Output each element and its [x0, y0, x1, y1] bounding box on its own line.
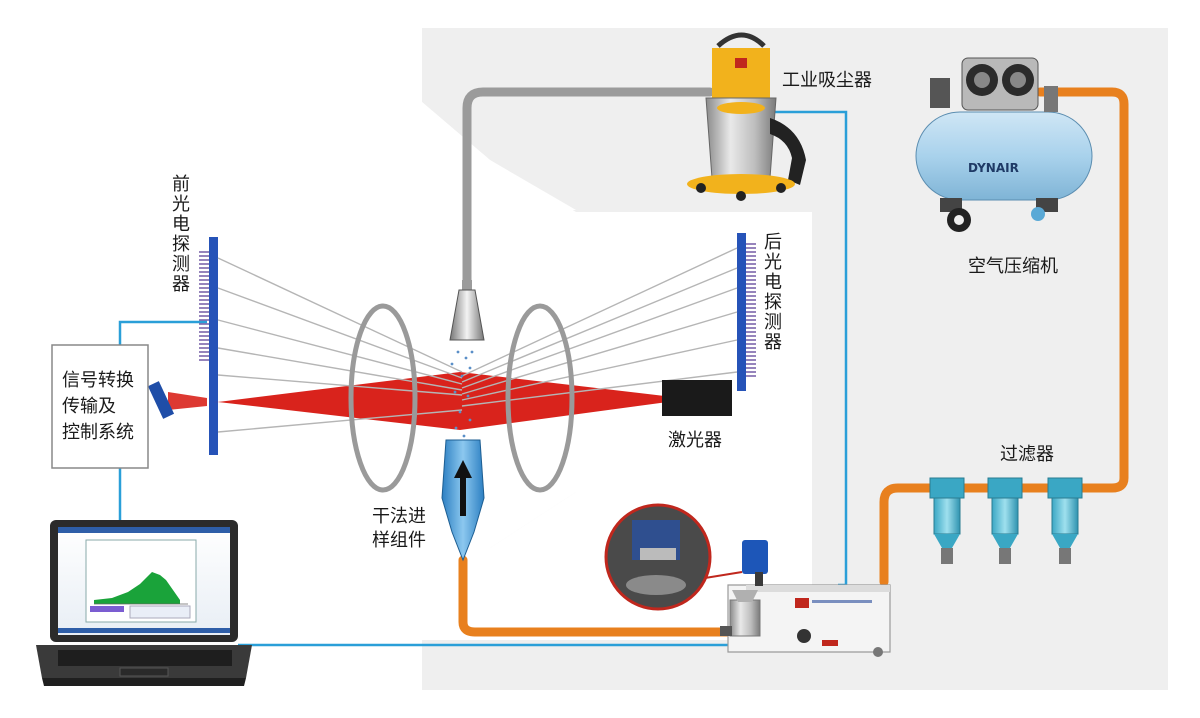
laser-label: 激光器	[668, 430, 722, 451]
svg-text:光: 光	[172, 194, 190, 215]
rear-detector-label: 后 光 电 探 测 器	[764, 232, 782, 353]
zoom-inset	[604, 503, 743, 611]
feeder-instrument	[720, 540, 891, 657]
svg-text:器: 器	[172, 274, 190, 295]
air-compressor	[915, 57, 1093, 232]
vacuum-hose	[462, 87, 715, 290]
svg-text:器: 器	[764, 332, 782, 353]
svg-text:传输及: 传输及	[62, 396, 116, 417]
signal-box-label: 信号转换 传输及 控制系统	[62, 370, 134, 443]
filter-label: 过滤器	[1000, 444, 1054, 465]
rear-detector	[737, 233, 756, 391]
vacuum-label: 工业吸尘器	[782, 70, 872, 91]
laser-source	[662, 380, 732, 416]
svg-text:测: 测	[172, 254, 190, 275]
svg-text:电: 电	[764, 272, 782, 293]
compressor-label: 空气压缩机	[968, 256, 1058, 277]
dry-feed-label: 干法进 样组件	[372, 506, 426, 551]
svg-text:前: 前	[172, 174, 190, 195]
svg-text:样组件: 样组件	[372, 530, 426, 551]
dry-feed-nozzle	[441, 439, 485, 562]
suction-cone	[449, 280, 485, 341]
svg-text:光: 光	[764, 252, 782, 273]
lens-rings	[348, 303, 575, 493]
svg-text:信号转换: 信号转换	[62, 370, 134, 391]
svg-text:探: 探	[764, 292, 782, 313]
svg-text:后: 后	[764, 232, 782, 253]
background-panel-notch	[422, 102, 812, 640]
svg-text:电: 电	[172, 214, 190, 235]
svg-text:控制系统: 控制系统	[62, 422, 134, 443]
laptop	[36, 520, 252, 686]
filter-unit	[929, 477, 1083, 564]
particles	[450, 350, 474, 438]
svg-text:干法进: 干法进	[372, 506, 426, 527]
reflector-mirror	[147, 381, 175, 419]
signal-box	[51, 344, 149, 469]
compressor-brand: DYNAIR	[968, 161, 1019, 175]
svg-text:测: 测	[764, 312, 782, 333]
vacuum-cleaner	[687, 32, 806, 201]
svg-text:探: 探	[172, 234, 190, 255]
front-detector-label: 前 光 电 探 测 器	[172, 174, 190, 295]
front-detector	[199, 237, 218, 455]
air-pipes	[458, 87, 1129, 637]
